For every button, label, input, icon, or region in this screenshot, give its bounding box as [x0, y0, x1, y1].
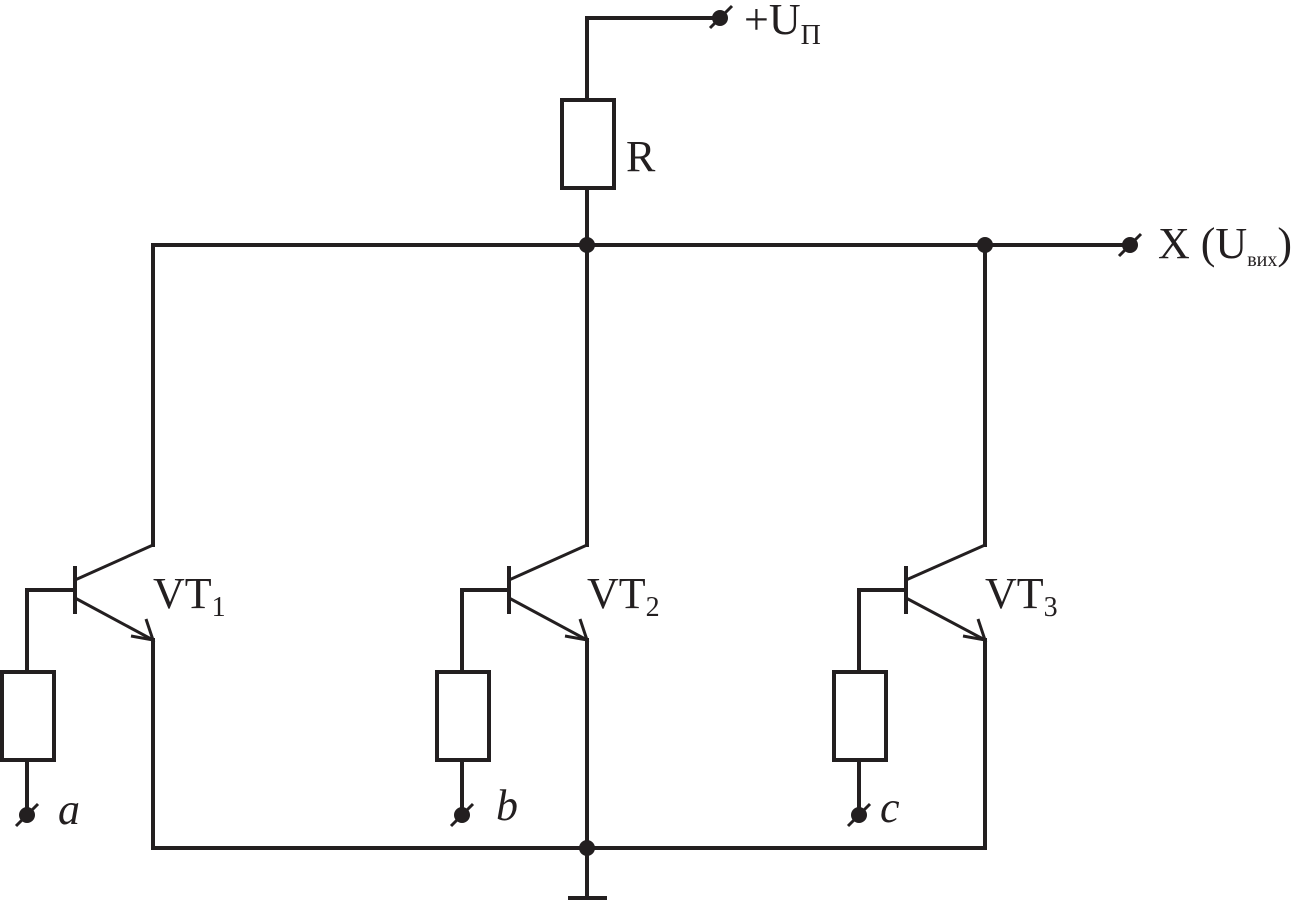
input-label-b: b: [496, 781, 518, 830]
resistor-label: R: [626, 132, 656, 181]
base-resistor-c: [832, 670, 888, 762]
output-label: X (Uвих): [1158, 219, 1292, 271]
transistor-vt3: [832, 543, 988, 850]
transistor-label-vt3: VT3: [985, 569, 1058, 623]
load-resistor: [560, 98, 616, 190]
transistor-vt1: [0, 543, 156, 850]
transistor-label-vt1: VT1: [153, 569, 226, 623]
base-resistor-b: [435, 670, 491, 762]
input-label-a: a: [58, 785, 80, 834]
transistor-vt2: [435, 543, 590, 850]
collector-bus: [151, 243, 1132, 547]
input-label-c: c: [880, 783, 900, 832]
base-resistor-a: [0, 670, 56, 762]
transistor-label-vt2: VT2: [587, 569, 660, 623]
supply-label: +UП: [744, 0, 821, 51]
supply-wire: [585, 4, 734, 102]
